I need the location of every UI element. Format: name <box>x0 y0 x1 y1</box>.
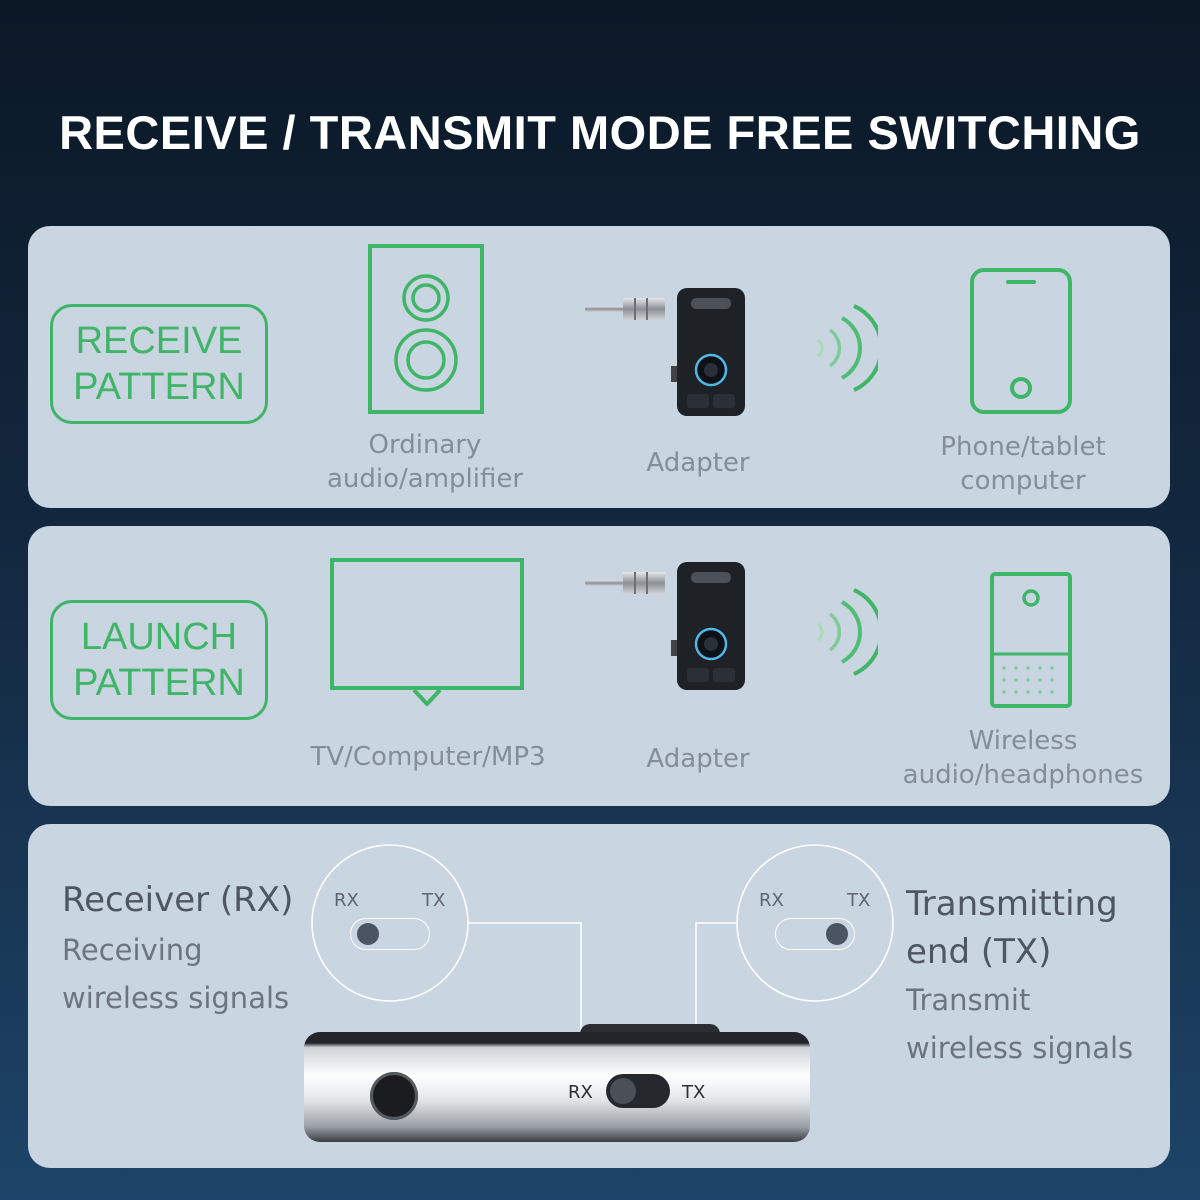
speaker-icon <box>368 244 484 414</box>
device-tx-label: TX <box>682 1082 706 1103</box>
callout-tx-label: TX <box>422 890 446 911</box>
transmitter-description-line1: Transmit <box>906 983 1031 1017</box>
speaker-caption-line1: Ordinary <box>368 430 482 460</box>
receive-pattern-badge: RECEIVE PATTERN <box>50 304 268 424</box>
transmitter-title-line2: end (TX) <box>906 932 1052 972</box>
callout-tx-label: TX <box>847 890 871 911</box>
toggle-knob <box>826 923 848 945</box>
slider-knob <box>610 1078 636 1104</box>
receiver-description-line2: wireless signals <box>62 981 290 1015</box>
monitor-icon <box>330 558 524 706</box>
wireless-caption-line1: Wireless <box>968 726 1078 756</box>
adapter-device-image <box>585 288 745 416</box>
adapter-device-image <box>585 562 745 690</box>
wireless-caption-line2: audio/headphones <box>902 760 1144 790</box>
tv-caption: TV/Computer/MP3 <box>310 742 546 772</box>
device-mode-slider[interactable] <box>606 1074 670 1108</box>
launch-panel: LAUNCH PATTERN TV/Computer/MP3 Adapter <box>28 526 1170 806</box>
transmitter-description-line2: wireless signals <box>906 1031 1134 1065</box>
page-title: RECEIVE / TRANSMIT MODE FREE SWITCHING <box>59 106 1141 159</box>
speaker-caption-line2: audio/amplifier <box>326 464 524 494</box>
transmitter-description: Transmit wireless signals <box>906 976 1133 1072</box>
toggle-knob <box>357 923 379 945</box>
transmitter-title-line1: Transmitting <box>906 884 1118 924</box>
receiver-title: Receiver (RX) <box>62 880 294 920</box>
receive-badge-line1: RECEIVE <box>75 320 243 362</box>
launch-badge-line1: LAUNCH <box>80 616 238 658</box>
mode-switch-panel: Receiver (RX) Receiving wireless signals… <box>28 824 1170 1168</box>
callout-rx-label: RX <box>334 890 359 911</box>
phone-caption-line1: Phone/tablet <box>940 432 1106 462</box>
audio-jack-port <box>370 1072 418 1120</box>
callout-rx-label: RX <box>759 890 784 911</box>
rx-mode-toggle[interactable] <box>350 918 430 950</box>
callout-lines <box>311 844 894 1064</box>
wireless-speaker-icon <box>990 572 1072 708</box>
receiver-description-line1: Receiving <box>62 933 203 967</box>
device-rx-label: RX <box>568 1082 593 1103</box>
receive-panel: RECEIVE PATTERN Ordinary audio/amplifier… <box>28 226 1170 508</box>
wireless-caption: Wireless audio/headphones <box>878 724 1168 792</box>
tx-mode-toggle[interactable] <box>775 918 855 950</box>
launch-badge-line2: PATTERN <box>73 662 245 704</box>
wireless-signal-icon <box>816 588 878 676</box>
launch-pattern-badge: LAUNCH PATTERN <box>50 600 268 720</box>
receive-badge-line2: PATTERN <box>73 366 245 408</box>
transmitter-title: Transmitting end (TX) <box>906 880 1118 976</box>
wireless-signal-icon <box>816 304 878 392</box>
adapter-caption: Adapter <box>646 448 750 478</box>
phone-caption-line2: computer <box>960 466 1086 496</box>
phone-caption: Phone/tablet computer <box>888 430 1158 498</box>
receiver-description: Receiving wireless signals <box>62 926 289 1022</box>
phone-icon <box>970 268 1072 414</box>
speaker-caption: Ordinary audio/amplifier <box>300 428 550 496</box>
adapter-caption: Adapter <box>646 744 750 774</box>
device-side-view: RX TX <box>304 1032 810 1142</box>
